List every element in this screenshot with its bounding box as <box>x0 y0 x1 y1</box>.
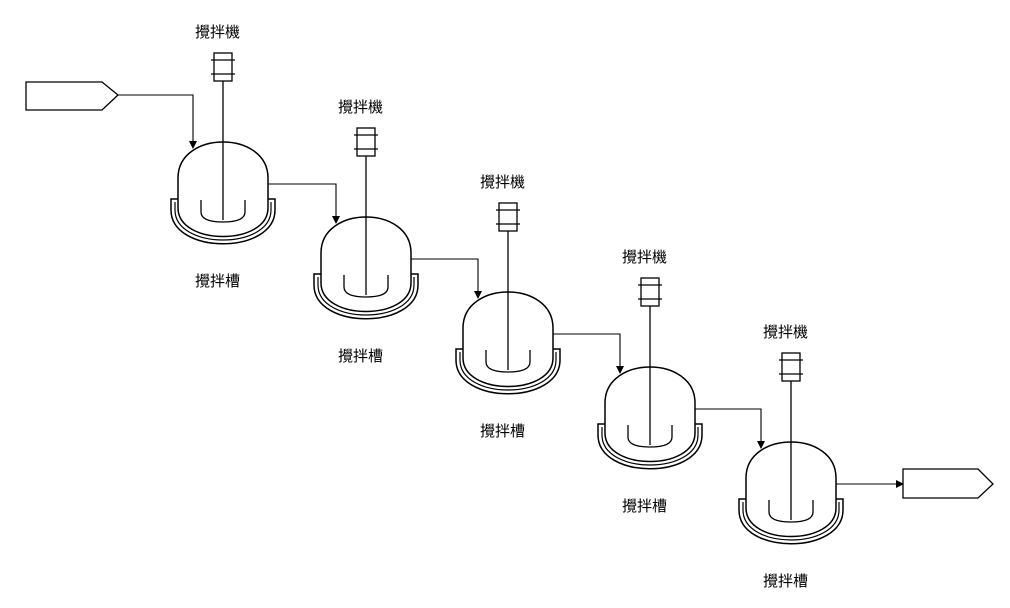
tank-jacket <box>738 498 844 545</box>
tank-jacket-inner <box>459 352 557 391</box>
pipes-layer <box>25 81 994 499</box>
outlet-connector <box>902 468 994 499</box>
tank-label: 攪拌槽 <box>480 422 526 440</box>
tank-jacket-inner <box>601 427 699 466</box>
agitator-label: 攪拌機 <box>622 248 668 266</box>
agitator-motor <box>640 277 660 307</box>
tank-jacket <box>170 198 276 245</box>
impeller <box>768 500 814 523</box>
impeller <box>200 200 246 223</box>
transfer-pipe <box>553 333 624 374</box>
tank-label: 攪拌槽 <box>622 497 668 515</box>
tanks-layer <box>170 52 844 545</box>
tank-jacket <box>455 348 561 395</box>
agitator-label: 攪拌機 <box>480 173 526 191</box>
tank-label: 攪拌槽 <box>338 347 384 365</box>
transfer-pipe <box>411 258 482 299</box>
impeller <box>343 275 389 298</box>
transfer-pipe <box>695 408 765 449</box>
stirred-tank-unit <box>597 277 703 470</box>
tank-jacket <box>597 423 703 470</box>
agitator-motor <box>781 352 801 382</box>
agitator-label: 攪拌機 <box>195 23 241 41</box>
inlet-connector <box>25 81 119 111</box>
inlet-pipe <box>118 94 197 149</box>
agitator-label: 攪拌機 <box>338 98 384 116</box>
transfer-pipe <box>268 183 340 224</box>
impeller <box>627 425 673 448</box>
tank-jacket <box>313 273 419 320</box>
tank-jacket-inner <box>742 502 840 541</box>
stirred-tank-unit <box>738 352 844 545</box>
tank-jacket-inner <box>174 202 272 241</box>
agitator-label: 攪拌機 <box>763 323 809 341</box>
agitator-motor <box>213 52 233 82</box>
tank-jacket-inner <box>317 277 415 316</box>
impeller <box>485 350 531 373</box>
stirred-tank-unit <box>455 202 561 395</box>
stirred-tank-unit <box>313 127 419 320</box>
tank-label: 攪拌槽 <box>763 572 809 590</box>
agitator-motor <box>356 127 376 157</box>
stirred-tank-unit <box>170 52 276 245</box>
agitator-motor <box>498 202 518 232</box>
tank-label: 攪拌槽 <box>195 272 241 290</box>
